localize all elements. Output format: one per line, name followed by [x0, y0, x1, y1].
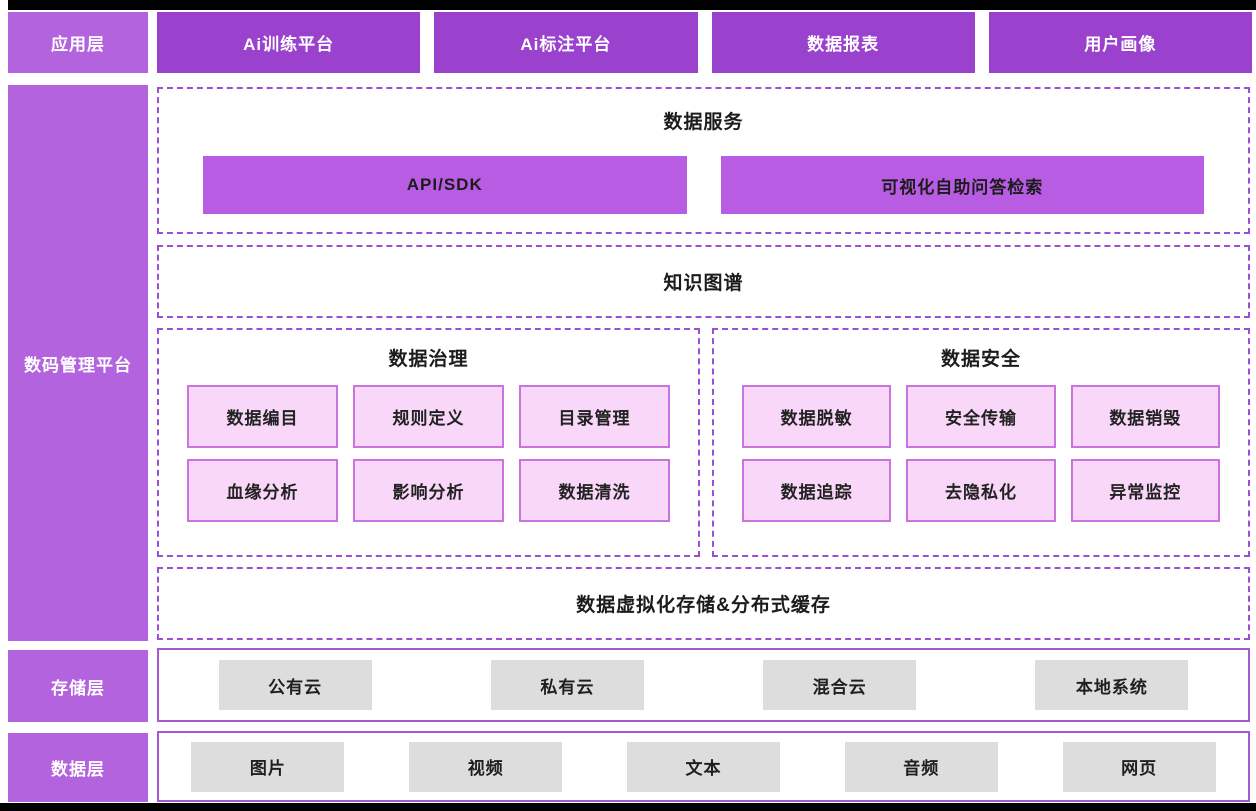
- application-button-row: Ai训练平台 Ai标注平台 数据报表 用户画像: [157, 12, 1252, 73]
- section-knowledge-graph: 知识图谱: [157, 245, 1250, 318]
- data-type-webpage[interactable]: 网页: [1062, 741, 1216, 792]
- storage-hybrid-cloud[interactable]: 混合云: [763, 660, 917, 710]
- layer-label-application: 应用层: [8, 12, 148, 73]
- virtual-storage-title: 数据虚拟化存储&分布式缓存: [576, 595, 831, 616]
- cell-impact-analysis[interactable]: 影响分析: [353, 459, 504, 522]
- data-security-grid: 数据脱敏 安全传输 数据销毁 数据追踪 去隐私化 异常监控: [714, 371, 1248, 522]
- data-layer-row: 图片 视频 文本 音频 网页: [157, 731, 1250, 802]
- layer-label-data: 数据层: [8, 733, 148, 802]
- cell-data-masking[interactable]: 数据脱敏: [742, 385, 892, 448]
- data-type-video[interactable]: 视频: [409, 741, 563, 792]
- data-type-audio[interactable]: 音频: [844, 741, 998, 792]
- storage-public-cloud[interactable]: 公有云: [218, 660, 372, 710]
- layer-label-storage: 存储层: [8, 650, 148, 722]
- data-security-title: 数据安全: [940, 349, 1021, 370]
- cell-deprivatization[interactable]: 去隐私化: [906, 459, 1056, 522]
- data-service-title: 数据服务: [663, 112, 744, 133]
- cell-data-tracking[interactable]: 数据追踪: [742, 459, 892, 522]
- data-governance-grid: 数据编目 规则定义 目录管理 血缘分析 影响分析 数据清洗: [159, 371, 698, 522]
- cell-catalog-management[interactable]: 目录管理: [519, 385, 670, 448]
- cell-data-cataloging[interactable]: 数据编目: [187, 385, 338, 448]
- cell-data-cleaning[interactable]: 数据清洗: [519, 459, 670, 522]
- cell-rule-definition[interactable]: 规则定义: [353, 385, 504, 448]
- section-data-security: 数据安全 数据脱敏 安全传输 数据销毁 数据追踪 去隐私化 异常监控: [712, 328, 1250, 557]
- storage-private-cloud[interactable]: 私有云: [490, 660, 644, 710]
- data-type-text[interactable]: 文本: [626, 741, 780, 792]
- layer-label-platform: 数码管理平台: [8, 85, 148, 641]
- data-type-image[interactable]: 图片: [191, 741, 345, 792]
- data-service-button-row: API/SDK 可视化自助问答检索: [159, 156, 1248, 214]
- section-data-governance: 数据治理 数据编目 规则定义 目录管理 血缘分析 影响分析 数据清洗: [157, 328, 700, 557]
- cell-data-destruction[interactable]: 数据销毁: [1070, 385, 1220, 448]
- storage-local-system[interactable]: 本地系统: [1035, 660, 1189, 710]
- section-data-service: 数据服务 API/SDK 可视化自助问答检索: [157, 87, 1250, 234]
- cell-secure-transfer[interactable]: 安全传输: [906, 385, 1056, 448]
- api-sdk-button[interactable]: API/SDK: [203, 156, 687, 214]
- section-virtual-storage: 数据虚拟化存储&分布式缓存: [157, 567, 1250, 640]
- app-button-data-report[interactable]: 数据报表: [711, 12, 975, 73]
- visual-selfservice-qa-button[interactable]: 可视化自助问答检索: [720, 156, 1204, 214]
- knowledge-graph-title: 知识图谱: [663, 273, 744, 294]
- bottom-letterbox-bar: [0, 803, 1256, 811]
- cell-anomaly-monitoring[interactable]: 异常监控: [1070, 459, 1220, 522]
- data-governance-title: 数据治理: [388, 349, 469, 370]
- app-button-user-profile[interactable]: 用户画像: [988, 12, 1252, 73]
- cell-lineage-analysis[interactable]: 血缘分析: [187, 459, 338, 522]
- storage-layer-row: 公有云 私有云 混合云 本地系统: [157, 648, 1250, 722]
- app-button-ai-training[interactable]: Ai训练平台: [157, 12, 421, 73]
- app-button-ai-labeling[interactable]: Ai标注平台: [434, 12, 698, 73]
- top-letterbox-bar: [8, 0, 1256, 10]
